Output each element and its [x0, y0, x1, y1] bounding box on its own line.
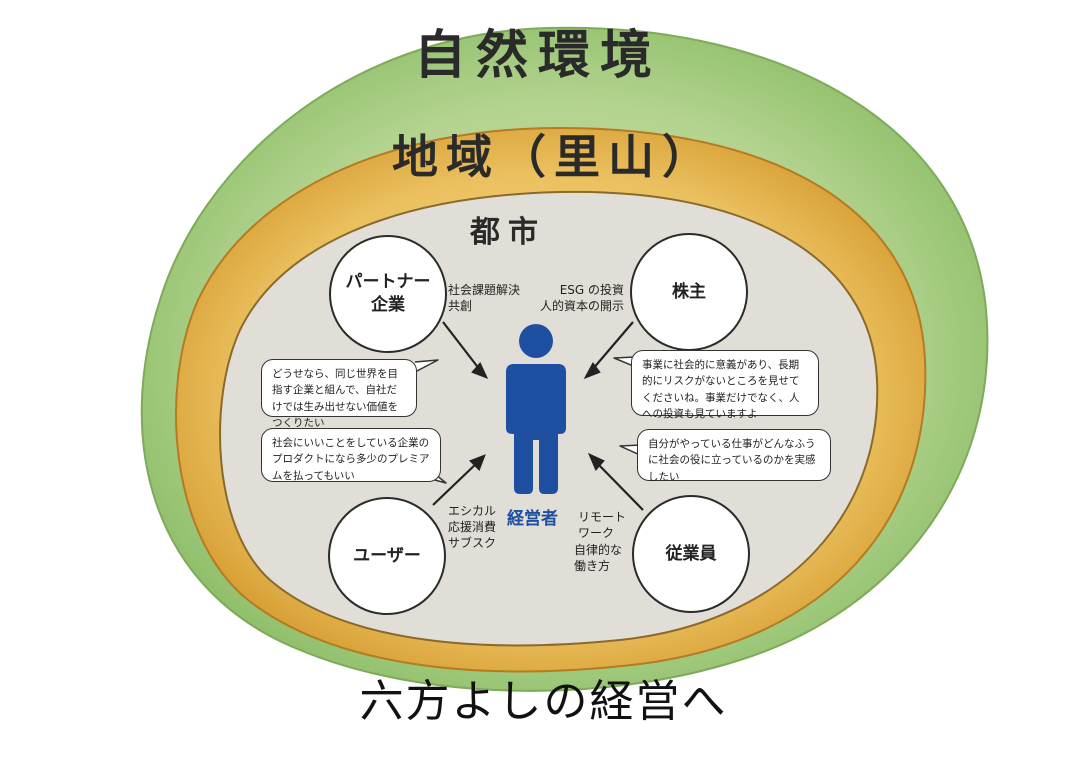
- footer-title: 六方よしの経営へ: [359, 676, 728, 727]
- stakeholder-employee: 従業員: [632, 495, 750, 613]
- bubble-tail-partner: [414, 359, 439, 373]
- middle-ring-label: 地域（里山）: [392, 130, 716, 184]
- stakeholder-shareholder-label: 株主: [672, 281, 706, 302]
- bubble-user: 社会にいいことをしている企業のプロダクトになら多少のプレミアムを払ってもいい: [261, 428, 441, 482]
- stakeholder-user: ユーザー: [328, 497, 446, 615]
- stakeholder-user-label: ユーザー: [353, 545, 421, 566]
- bubble-shareholder: 事業に社会的に意義があり、長期的にリスクがないところを見せてくださいね。事業だけ…: [631, 350, 819, 420]
- arrow-shareholder: [591, 321, 634, 371]
- arrowhead-partner: [471, 361, 489, 379]
- arrow-partner: [442, 321, 481, 371]
- stakeholder-shareholder: 株主: [630, 233, 748, 351]
- arrowhead-user: [469, 454, 486, 471]
- arrowhead-employee: [587, 452, 605, 472]
- stakeholder-partner-label: パートナー 企業: [345, 272, 431, 315]
- stakeholder-employee-label: 従業員: [665, 543, 717, 564]
- tag-employee-autonomy: 自律的な 働き方: [574, 543, 623, 574]
- inner-area-label: 都市: [470, 215, 546, 250]
- tag-user: エシカル 応援消費 サブスク: [448, 504, 497, 551]
- outer-ring-label: 自然環境: [414, 26, 663, 86]
- bubble-tail-shareholder: [613, 356, 637, 368]
- bubble-employee: 自分がやっている仕事がどんなふうに社会の役に立っているのかを実感したい: [637, 429, 831, 483]
- person-icon: [506, 324, 566, 494]
- center-label: 経営者: [507, 509, 558, 529]
- bubble-tail-employee: [619, 444, 641, 456]
- tag-partner: 社会課題解決 共創: [448, 283, 521, 314]
- tag-shareholder: ESG の投資 人的資本の開示: [540, 283, 625, 314]
- stakeholder-partner: パートナー 企業: [329, 235, 447, 353]
- arrow-employee: [595, 461, 644, 511]
- arrow-user: [432, 461, 479, 506]
- arrowhead-shareholder: [583, 361, 601, 380]
- arrows: [432, 321, 644, 511]
- bubble-partner: どうせなら、同じ世界を目指す企業と組んで、自社だけでは生み出せない価値をつくりた…: [261, 359, 417, 429]
- tag-employee-remote: リモート ワーク: [578, 510, 627, 541]
